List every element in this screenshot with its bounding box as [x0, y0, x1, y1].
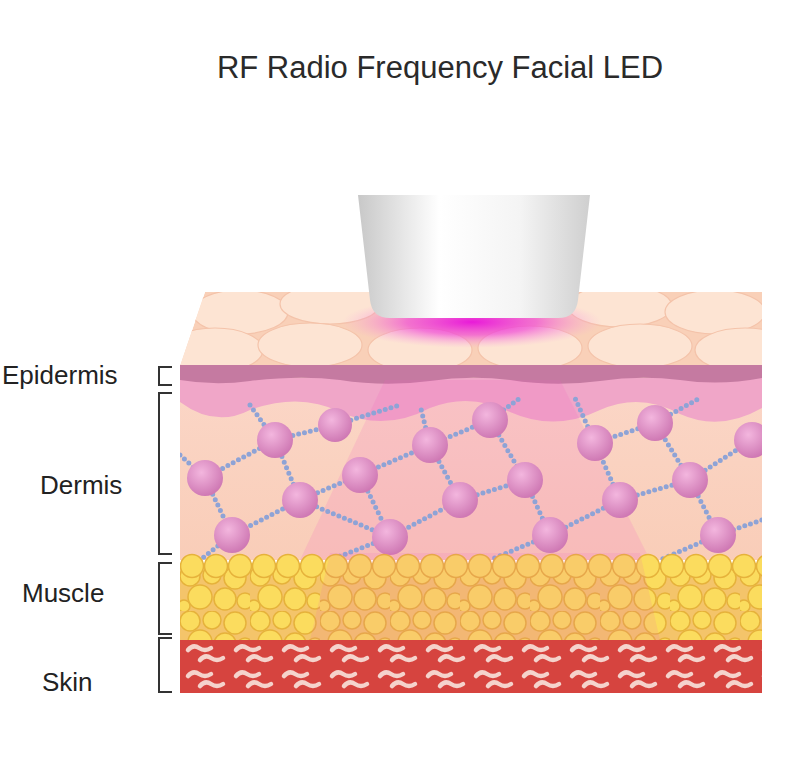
skin-cross-section	[180, 365, 762, 693]
illustration-part	[372, 519, 408, 555]
illustration-part	[180, 640, 762, 693]
illustration-part	[412, 427, 448, 463]
illustration-part	[672, 462, 708, 498]
layer-label: Dermis	[40, 470, 122, 501]
illustration-part	[588, 324, 692, 368]
illustration-part	[318, 408, 352, 442]
illustration-part	[282, 482, 318, 518]
illustration-part	[472, 402, 508, 438]
illustration-part	[159, 638, 172, 692]
illustration-part	[159, 563, 172, 634]
illustration-part	[192, 290, 288, 334]
illustration-part	[637, 405, 673, 441]
rf-device-head	[358, 195, 590, 318]
illustration-part	[257, 422, 293, 458]
illustration-part	[442, 482, 478, 518]
layer-brackets	[159, 367, 172, 692]
illustration-part	[700, 517, 736, 553]
illustration-part	[665, 290, 765, 334]
illustration-part	[310, 553, 660, 640]
diagram-title: RF Radio Frequency Facial LED	[217, 50, 663, 86]
illustration-part	[507, 462, 543, 498]
illustration-part	[214, 517, 250, 553]
layer-label: Skin	[42, 667, 93, 698]
collagen-nodes	[187, 402, 762, 555]
illustration-part	[577, 425, 613, 461]
illustration-part	[342, 457, 378, 493]
illustration-part	[180, 640, 762, 693]
illustration-part	[180, 365, 762, 560]
illustration-part	[187, 460, 223, 496]
illustration-part	[258, 323, 362, 367]
illustration-part	[525, 398, 700, 535]
illustration-part	[734, 422, 762, 458]
illustration-part	[275, 398, 520, 500]
illustration-part	[159, 367, 172, 385]
illustration-part	[159, 393, 172, 554]
collagen-fibers	[180, 398, 762, 560]
illustration-part	[602, 482, 638, 518]
layer-label: Epidermis	[2, 360, 118, 391]
layer-label: Muscle	[22, 578, 104, 609]
illustration-part	[532, 517, 568, 553]
illustration-part	[300, 380, 650, 560]
